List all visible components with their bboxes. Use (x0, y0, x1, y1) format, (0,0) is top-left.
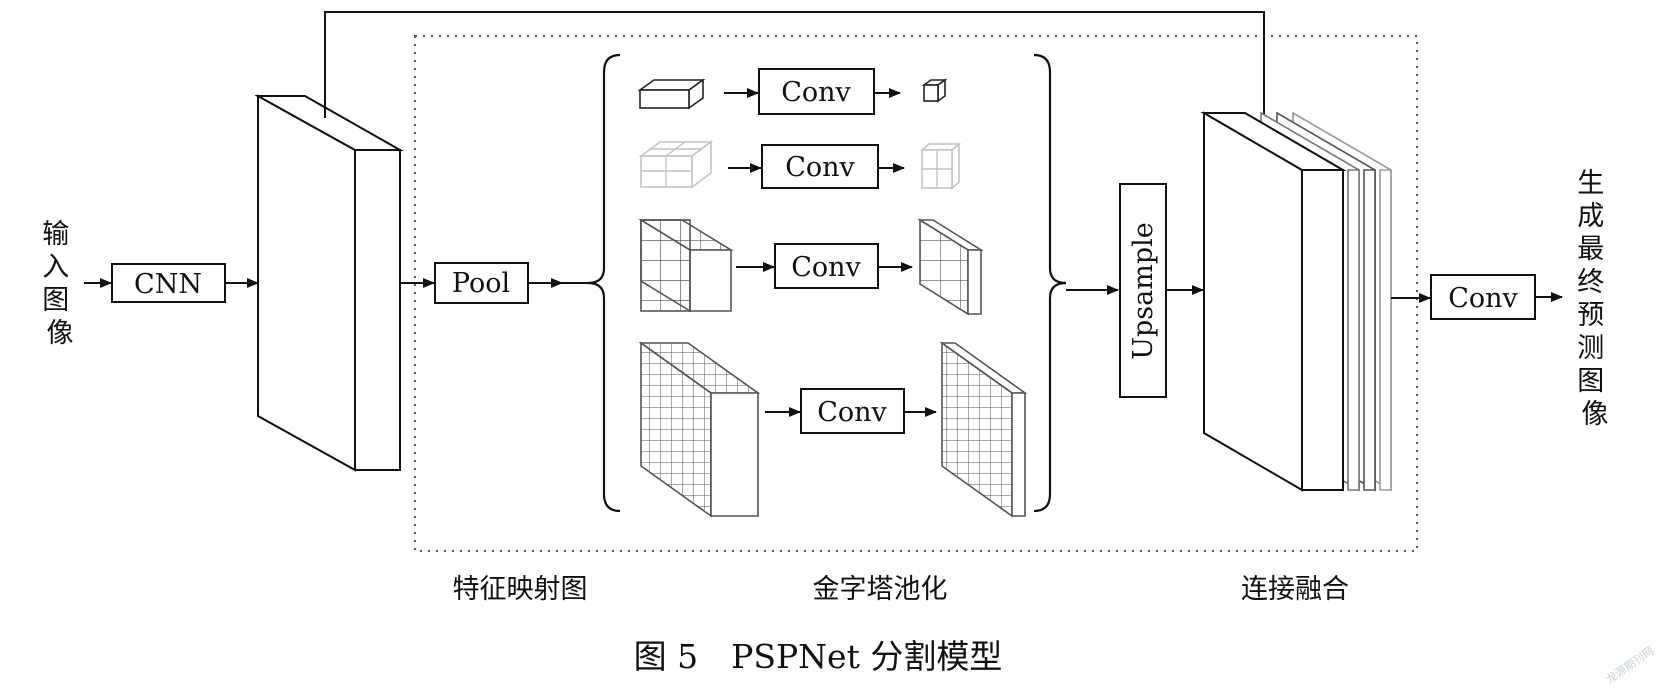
pool-feature-6x6 (638, 341, 761, 518)
pyramid-level-3: Conv (638, 218, 984, 316)
caption-concat-fusion: 连接融合 (1241, 574, 1349, 605)
left-brace (587, 53, 621, 513)
pyramid-level-2: Conv (638, 140, 962, 190)
pool-feature-1x1 (637, 78, 706, 110)
right-brace (1033, 53, 1067, 513)
pyramid-region-border (414, 35, 1418, 552)
cnn-label: CNN (134, 269, 202, 300)
final-conv-block: Conv (1430, 274, 1536, 320)
pool-feature-3x3 (638, 218, 734, 313)
conv-row3: Conv (774, 243, 879, 289)
pool-feature-2x2 (638, 140, 714, 189)
conv-row2: Conv (761, 144, 879, 189)
caption-pyramid-pooling: 金字塔池化 (813, 574, 948, 605)
figure-title: 图 5 PSPNet 分割模型 (634, 637, 1003, 676)
cnn-block: CNN (111, 263, 226, 303)
pool-block: Pool (434, 262, 529, 304)
watermark: 龙源期刊网 (1603, 643, 1656, 686)
conv-row4: Conv (800, 388, 905, 434)
pyramid-level-4: Conv (638, 341, 1028, 518)
conv-row1: Conv (758, 68, 875, 115)
upsample-label: Upsample (1128, 222, 1159, 360)
skip-connection-arrow (324, 11, 1269, 141)
feature-map-block (254, 94, 404, 472)
pooled-output-2x2 (919, 142, 962, 190)
pooled-output-1x1 (921, 78, 948, 103)
conv-row4-label: Conv (817, 397, 887, 428)
output-image-label: 生 成 最 终 预 测 图 像 (1577, 168, 1613, 430)
conv-row3-label: Conv (791, 252, 861, 283)
conv-row1-label: Conv (781, 77, 851, 108)
pyramid-level-1: Conv (637, 68, 948, 115)
input-image-label: 输 入 图 像 (42, 219, 78, 349)
upsample-block: Upsample (1119, 183, 1167, 398)
pooled-output-3x3 (917, 218, 984, 316)
conv-row2-label: Conv (785, 152, 855, 183)
concat-feature-stack (1200, 111, 1392, 492)
caption-feature-map: 特征映射图 (453, 574, 588, 605)
pooled-output-6x6 (939, 341, 1028, 518)
final-conv-label: Conv (1448, 283, 1518, 314)
pool-label: Pool (452, 268, 510, 299)
